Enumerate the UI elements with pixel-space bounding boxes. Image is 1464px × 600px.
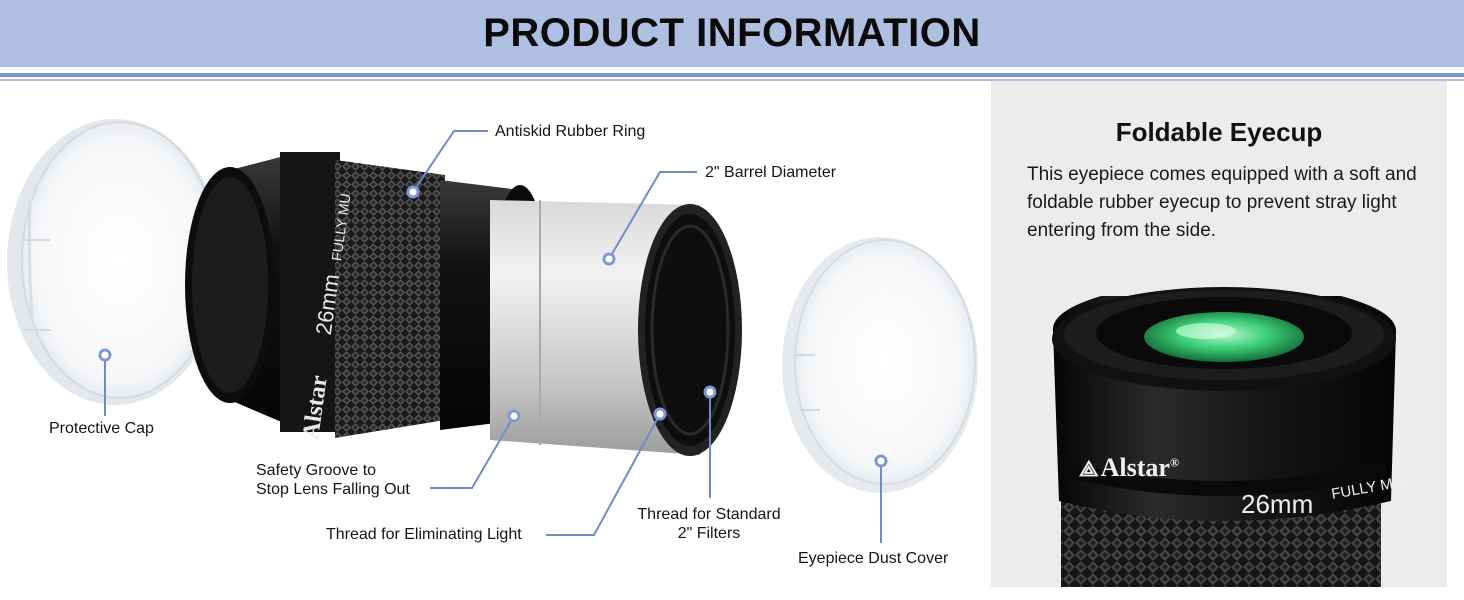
callout-dot-thread-light bbox=[653, 407, 667, 421]
eyepiece-dust-cover bbox=[782, 237, 978, 493]
protective-cap bbox=[7, 119, 223, 405]
callout-thread-light-line bbox=[546, 413, 661, 536]
header-rule-thin bbox=[0, 79, 1464, 81]
panel-focal-text: 26mm bbox=[1241, 489, 1314, 519]
callout-dots bbox=[98, 185, 888, 468]
label-safety-groove: Safety Groove to Stop Lens Falling Out bbox=[256, 461, 410, 499]
eyepiece-illustration: Alstar 26mm FULLY MU bbox=[7, 119, 978, 543]
label-barrel-diameter: 2" Barrel Diameter bbox=[705, 164, 837, 181]
label-thread-eliminating-light: Thread for Eliminating Light bbox=[326, 526, 522, 543]
label-thread-filters-line1: Thread for Standard bbox=[637, 506, 781, 523]
header-rule bbox=[0, 73, 1464, 77]
callout-barrel-line bbox=[608, 171, 697, 260]
label-antiskid-rubber-ring: Antiskid Rubber Ring bbox=[495, 123, 646, 140]
callout-safety-groove-line bbox=[430, 415, 515, 489]
callout-dot-antiskid bbox=[406, 185, 420, 199]
panel-registered-mark: ® bbox=[1169, 455, 1179, 470]
foldable-eyecup-panel: Foldable Eyecup This eyepiece comes equi… bbox=[991, 81, 1447, 587]
label-eyepiece-dust-cover: Eyepiece Dust Cover bbox=[798, 550, 949, 567]
label-safety-groove-line1: Safety Groove to bbox=[256, 462, 377, 479]
label-thread-filters-line2: 2" Filters bbox=[677, 525, 741, 542]
callout-dot-safety-groove bbox=[507, 409, 521, 423]
eyepiece-body bbox=[185, 152, 742, 456]
panel-description: This eyepiece comes equipped with a soft… bbox=[1027, 164, 1417, 241]
panel-title: Foldable Eyecup bbox=[1115, 117, 1323, 147]
callout-lines bbox=[104, 130, 882, 543]
page-title: PRODUCT INFORMATION bbox=[483, 11, 981, 55]
callout-dot-protective-cap bbox=[98, 348, 112, 362]
callout-antiskid-line bbox=[412, 130, 488, 193]
panel-brand-text: ⟁Alstar® bbox=[1079, 453, 1179, 483]
label-safety-groove-line2: Stop Lens Falling Out bbox=[256, 481, 410, 498]
callout-dot-dust-cover bbox=[874, 454, 888, 468]
header-banner: PRODUCT INFORMATION bbox=[0, 0, 1464, 67]
callout-dot-barrel bbox=[602, 252, 616, 266]
callout-dot-thread-filters bbox=[703, 385, 717, 399]
eyecup-closeup-illustration bbox=[1052, 287, 1396, 587]
label-thread-standard-filters: Thread for Standard 2" Filters bbox=[631, 505, 787, 543]
label-protective-cap: Protective Cap bbox=[49, 420, 154, 437]
panel-logo-icon: ⟁ bbox=[1079, 456, 1099, 481]
panel-brand: Alstar bbox=[1100, 453, 1170, 482]
